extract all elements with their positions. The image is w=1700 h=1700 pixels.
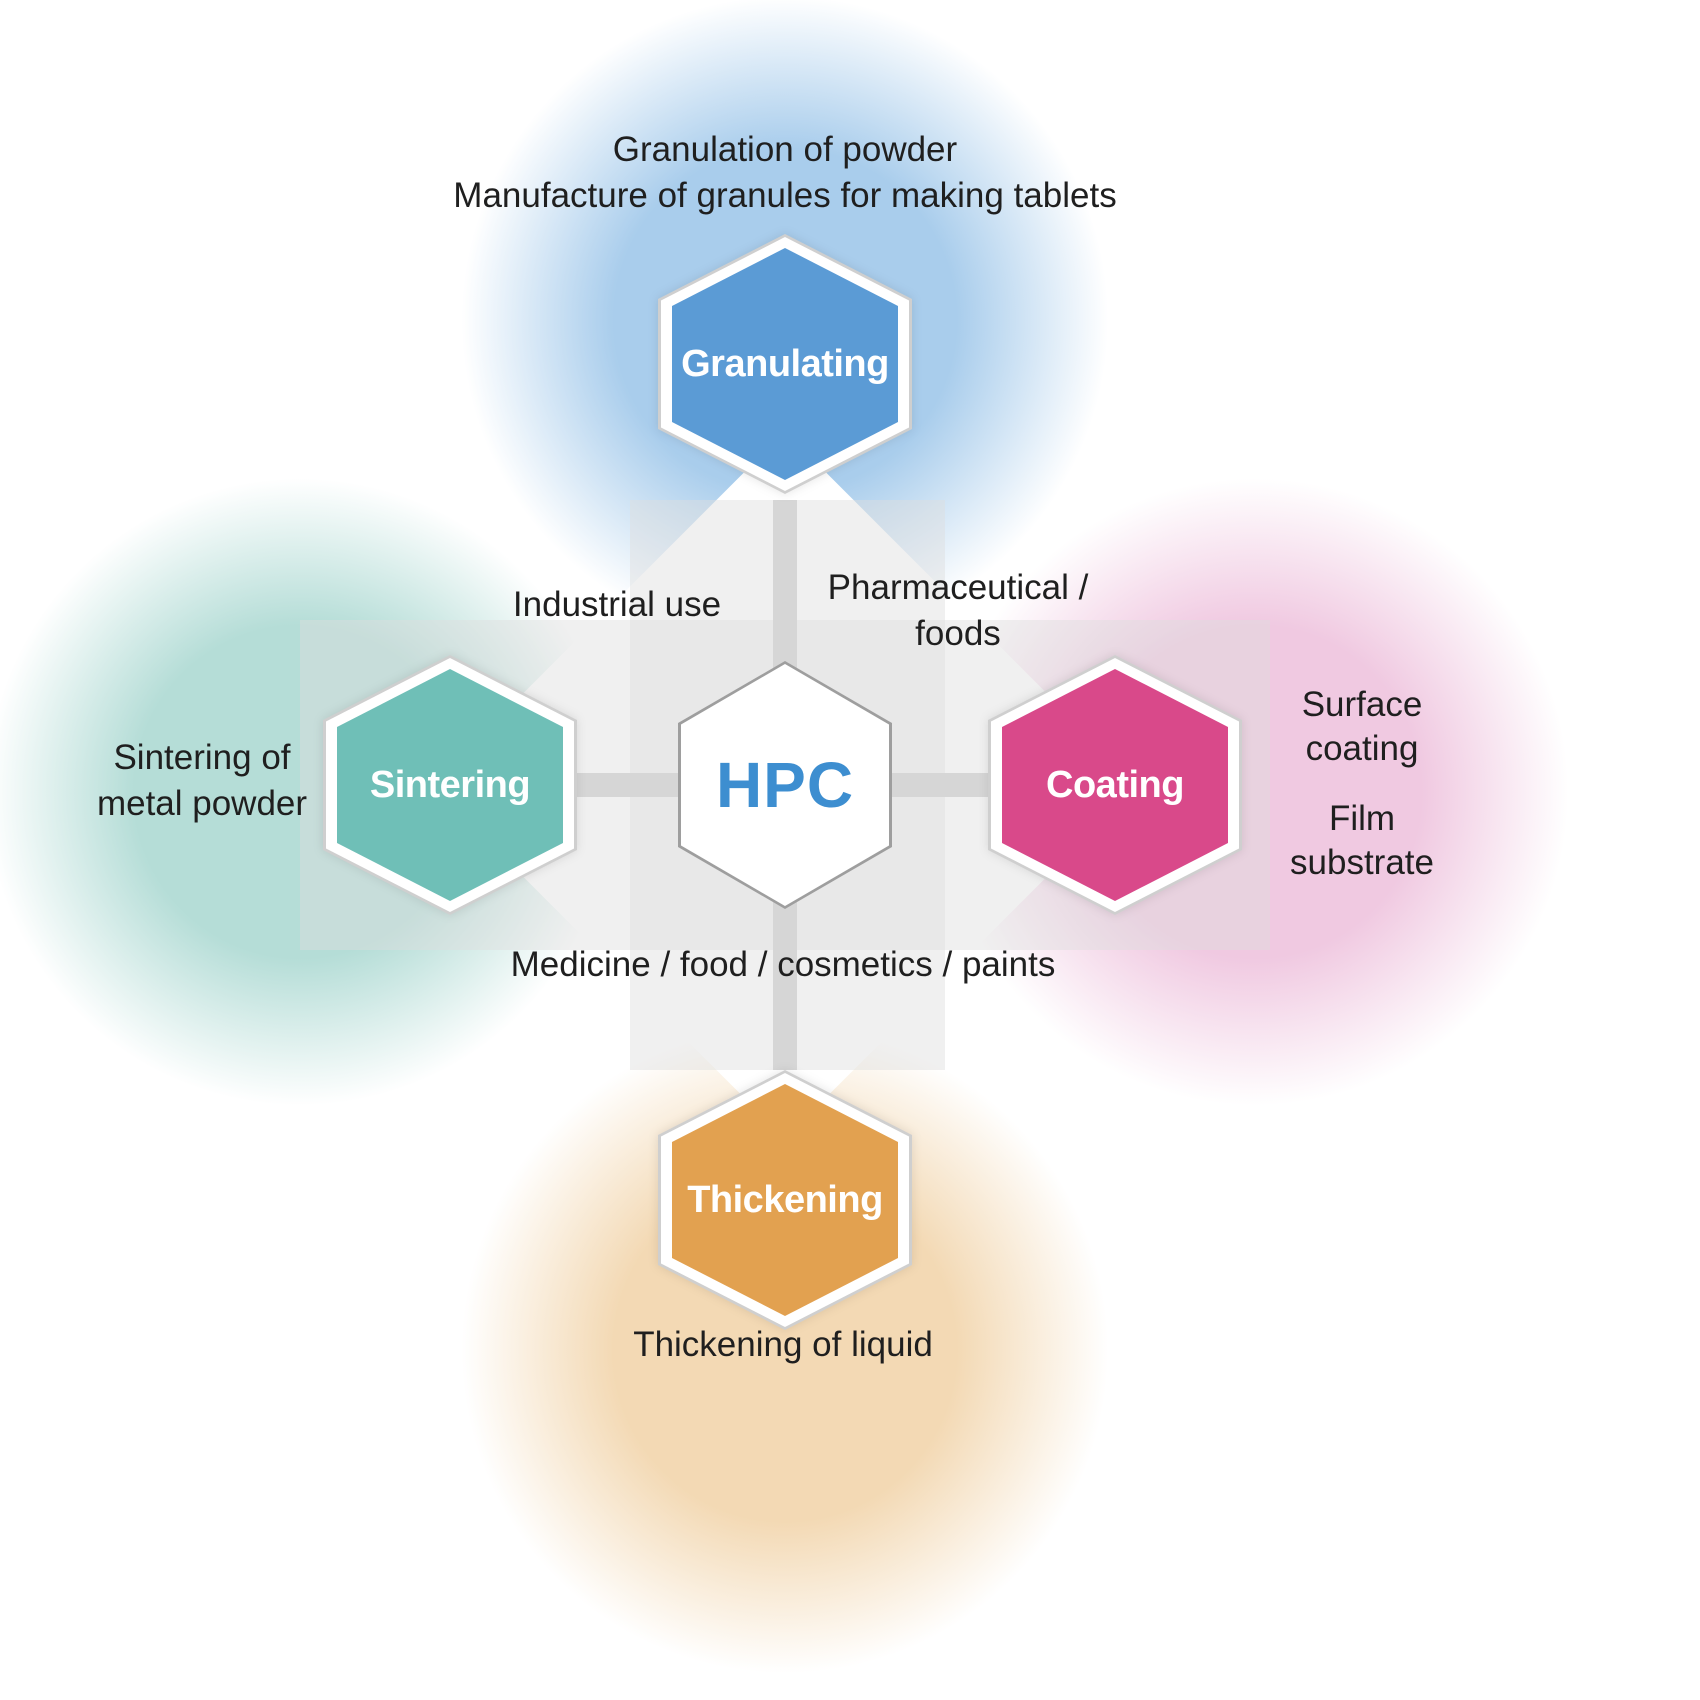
quadrant-label-medicine-food-cosmetics-paints: Medicine / food / cosmetics / paints: [510, 945, 1056, 984]
granulating-hexagon: Granulating: [658, 234, 912, 494]
quadrant-label-pharmaceutical-foods: Pharmaceutical / foods: [828, 565, 1089, 657]
thickening-caption: Thickening of liquid: [633, 1322, 933, 1368]
quadrant-label-industrial-use: Industrial use: [512, 585, 722, 624]
granulating-caption-line2: Manufacture of granules for making table…: [453, 176, 1117, 215]
coating-caption-line1: Surface: [1301, 685, 1423, 724]
granulating-hexagon-fill: Granulating: [672, 248, 898, 480]
sintering-hexagon: Sintering: [323, 655, 577, 915]
coating-caption-line4: substrate: [1290, 843, 1434, 882]
coating-caption-line2: coating: [1305, 729, 1419, 768]
thickening-hexagon: Thickening: [658, 1070, 912, 1330]
pharma-line2: foods: [915, 614, 1001, 653]
coating-caption: Surface coating Film substrate: [1290, 683, 1434, 885]
coating-label: Coating: [1046, 763, 1184, 806]
granulating-caption: Granulation of powder Manufacture of gra…: [453, 127, 1116, 219]
coating-caption-line3: Film: [1328, 799, 1396, 838]
thickening-label: Thickening: [687, 1178, 883, 1221]
granulating-label: Granulating: [681, 342, 889, 385]
sintering-label: Sintering: [369, 763, 531, 806]
pharma-line1: Pharmaceutical /: [827, 568, 1089, 607]
hpc-label: HPC: [715, 749, 855, 821]
sintering-caption-line1: Sintering of: [113, 738, 291, 777]
hpc-center-hexagon: HPC: [672, 655, 898, 915]
sintering-caption-line2: metal powder: [96, 784, 308, 823]
coating-hexagon: Coating: [988, 655, 1242, 915]
hpc-hexagon-core: HPC: [681, 664, 889, 906]
thickening-caption-line1: Thickening of liquid: [633, 1325, 933, 1364]
granulating-caption-line1: Granulation of powder: [612, 130, 958, 169]
sintering-hexagon-fill: Sintering: [337, 669, 563, 901]
sintering-caption: Sintering of metal powder: [97, 735, 307, 827]
